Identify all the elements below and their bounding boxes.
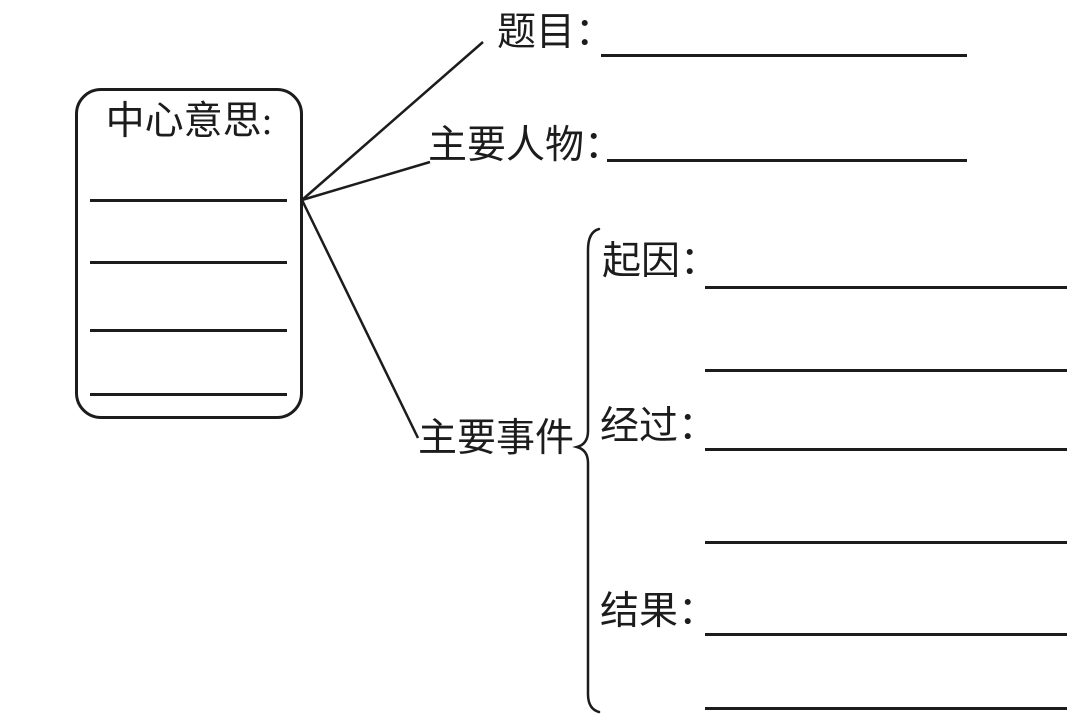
blank-line <box>705 633 1067 636</box>
blank-line <box>705 707 1067 710</box>
blank-line <box>705 286 1067 289</box>
connector-line-characters <box>301 160 431 202</box>
central-idea-label: 中心意思: <box>105 100 273 143</box>
blank-line <box>607 159 967 162</box>
blank-line <box>90 329 287 332</box>
blank-line <box>705 448 1067 451</box>
blank-line <box>90 199 287 202</box>
blank-line <box>705 541 1067 544</box>
title-label: 题目： <box>497 11 615 54</box>
connector-line-title <box>301 41 484 201</box>
connector-line-events <box>300 199 420 439</box>
central-idea-box <box>75 88 303 419</box>
result-label: 结果： <box>600 590 718 633</box>
cause-label: 起因： <box>602 240 720 283</box>
blank-line <box>90 261 287 264</box>
main-events-label: 主要事件 <box>418 417 575 460</box>
process-label: 经过： <box>600 405 718 448</box>
events-brace <box>572 227 601 714</box>
blank-line <box>705 369 1067 372</box>
main-characters-label: 主要人物： <box>428 124 624 167</box>
blank-line <box>90 393 287 396</box>
blank-line <box>601 54 967 57</box>
